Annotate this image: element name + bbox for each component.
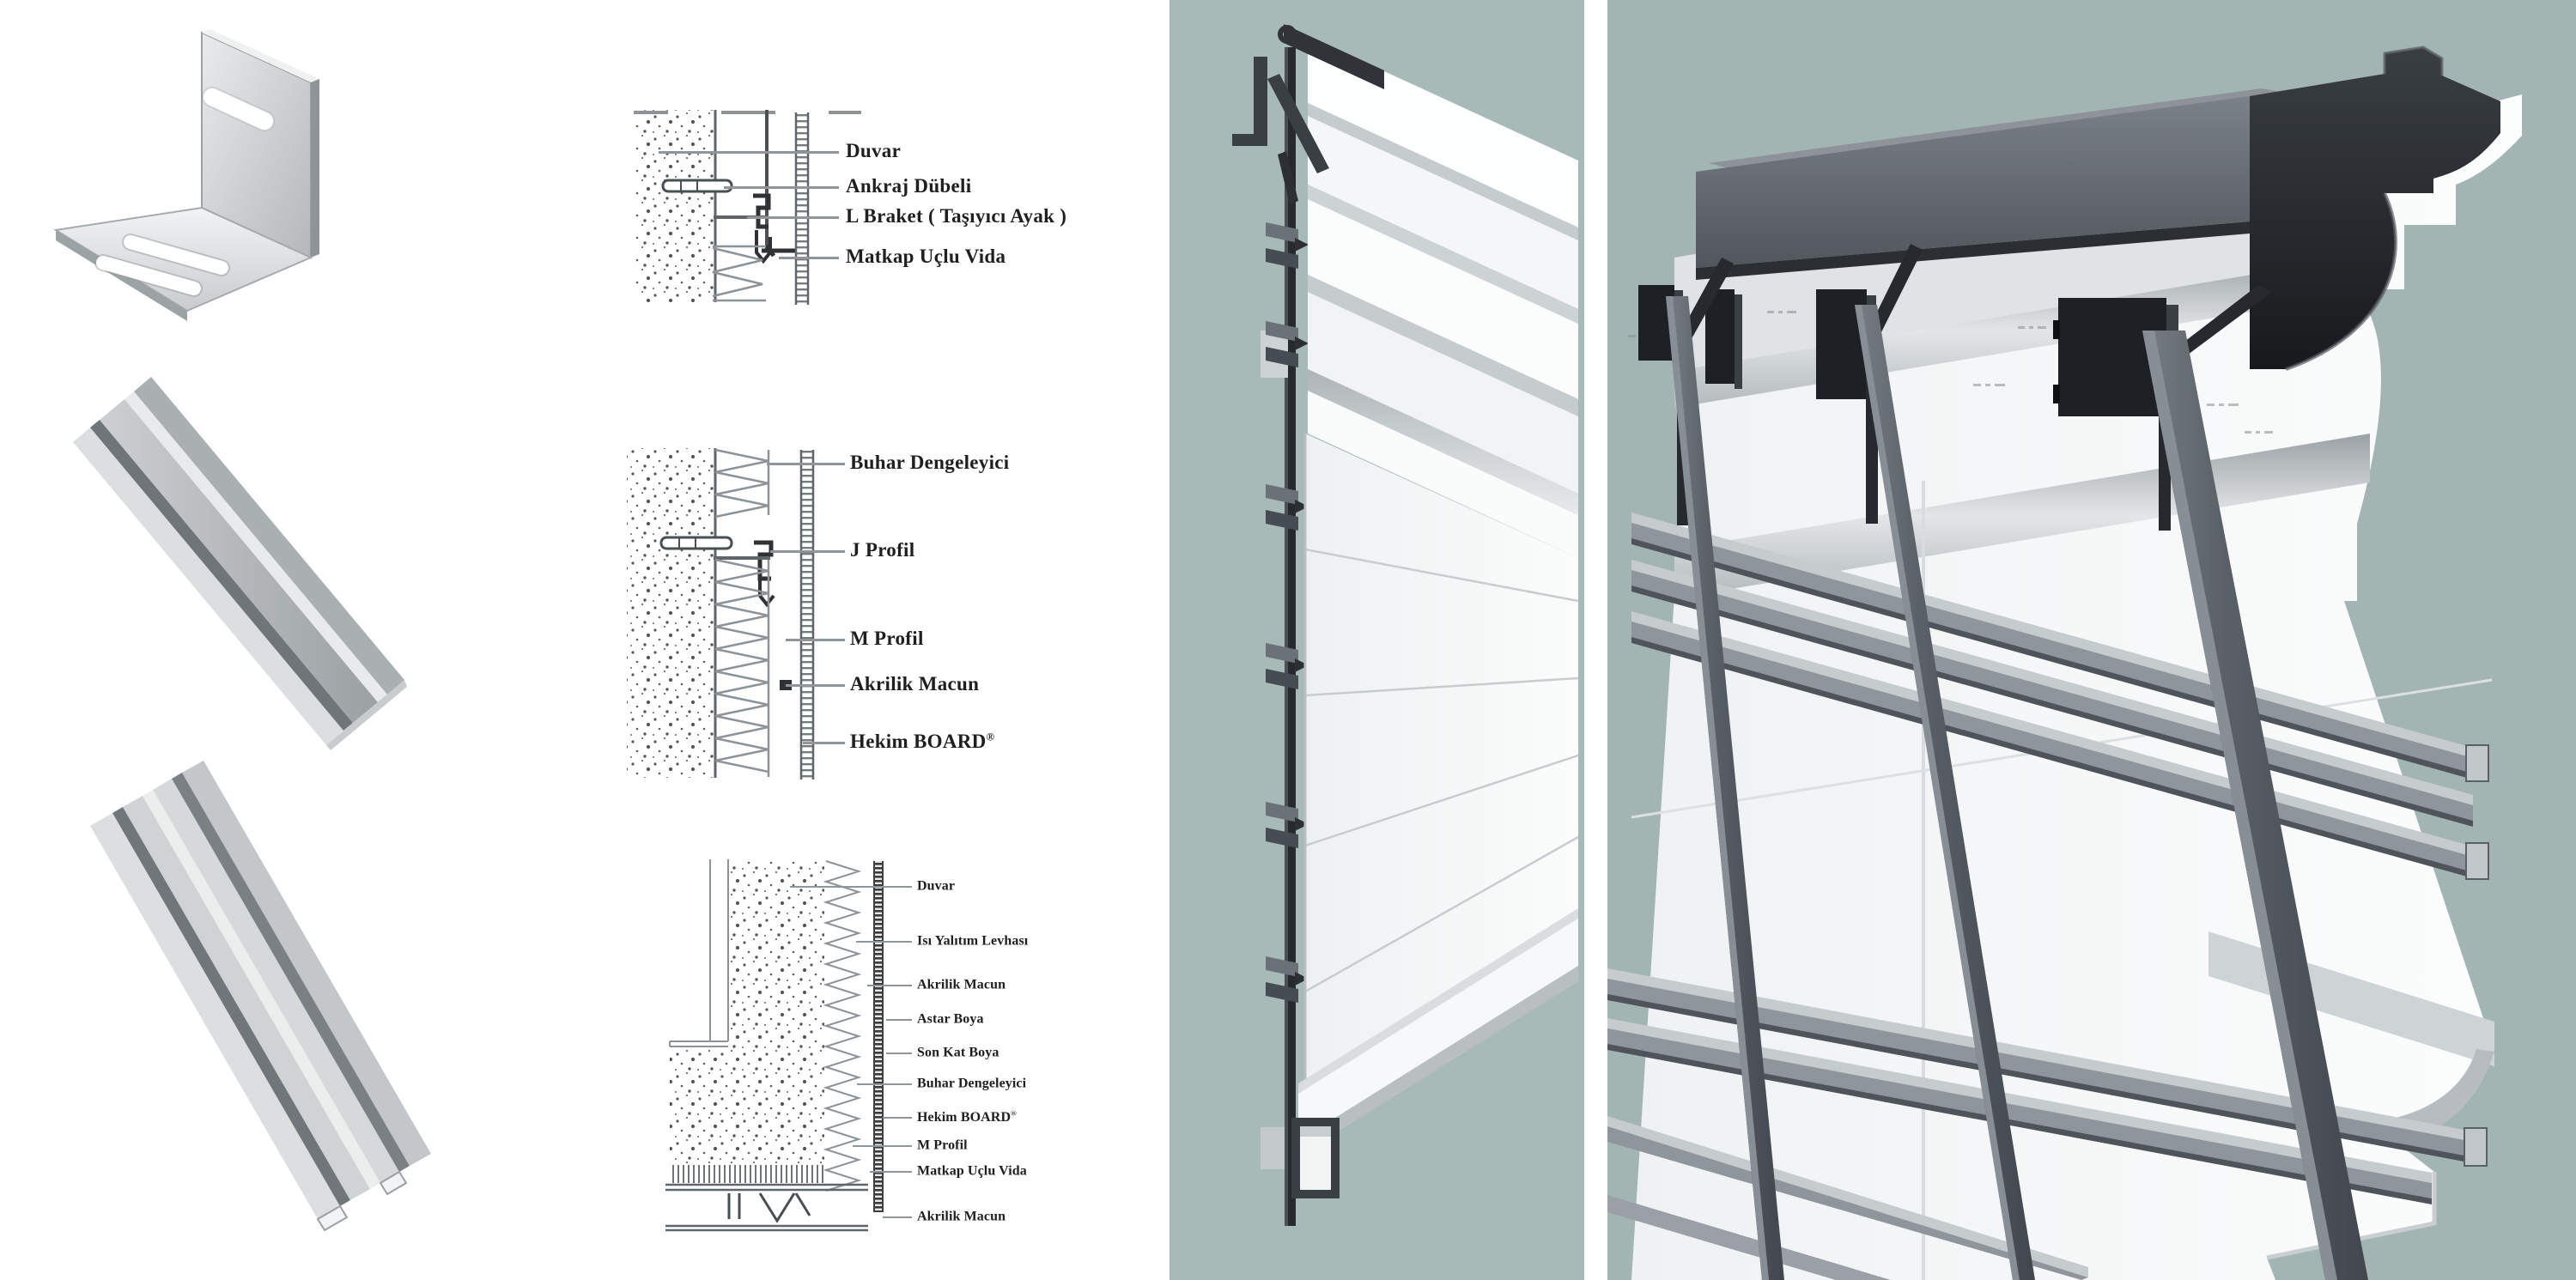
panel-clip (1266, 956, 1309, 1003)
leader-line (867, 985, 912, 986)
cornice-crown-moulding (1308, 36, 1578, 558)
leader-line (857, 1083, 912, 1085)
leader-line (856, 941, 912, 943)
dark-cornice-beam (1696, 45, 2500, 371)
cornice-panel-face (1303, 434, 1579, 1099)
leader-line (870, 1171, 912, 1173)
leader-line (770, 550, 845, 553)
label-j-profil: J Profil (850, 538, 915, 561)
leader-line (853, 1145, 912, 1147)
j-profile-render (73, 377, 407, 750)
leader-line (790, 886, 912, 888)
leader-line (747, 216, 839, 219)
leader-line (886, 1019, 912, 1021)
label-isi-yalitim-levhasi: Isı Yalıtım Levhası (917, 933, 1029, 949)
vertical-rails (1666, 296, 2368, 1280)
panel-render-frame-structure (1607, 0, 2576, 1280)
horizontal-channels-lower (1607, 968, 2488, 1280)
leader-line (786, 639, 845, 641)
panel-clip (1266, 484, 1309, 531)
label-l-braket: L Braket ( Taşıyıcı Ayak ) (846, 204, 1067, 227)
m-profile-render (90, 761, 431, 1232)
label-duvar-top: Duvar (846, 139, 902, 161)
label-matkap-uclu-vida-top: Matkap Uçlu Vida (846, 245, 1006, 267)
cornice-bottom-sill (1291, 908, 1578, 1198)
vertical-divider (1584, 0, 1607, 1280)
panel-clip (1266, 802, 1309, 848)
panel-product-renders (0, 0, 585, 1280)
section-drawing-anchor-detail (634, 110, 861, 305)
label-matkap-uclu-vida-2: Matkap Uçlu Vida (917, 1163, 1027, 1179)
label-akrilik-macun: Akrilik Macun (850, 672, 980, 695)
panel-clip (1266, 643, 1309, 689)
top-cap-and-bracket (1232, 24, 1384, 204)
registered-mark: ® (986, 731, 995, 743)
section-drawing-profile-detail (627, 448, 815, 780)
leader-line (883, 1216, 912, 1218)
cornice-render-canvas (1232, 24, 1579, 1226)
leader-line (786, 684, 845, 687)
panel-technical-drawings: Duvar Ankraj Dübeli L Braket ( Taşıyıcı … (585, 0, 1170, 1280)
label-buhar-dengeleyici-2: Buhar Dengeleyici (917, 1076, 1027, 1091)
label-hekim-board: Hekim BOARD® (850, 730, 995, 752)
mounting-rail-and-clips (1261, 47, 1309, 1226)
l-bracket-render (53, 29, 319, 321)
label-duvar-bottom: Duvar (917, 878, 956, 894)
leader-line (886, 1053, 912, 1054)
product-renders-canvas (53, 29, 431, 1232)
label-akrilik-macun-3: Akrilik Macun (917, 1209, 1006, 1224)
section-drawing-base-detail (665, 859, 884, 1232)
panel-clip (1266, 222, 1309, 269)
leader-line (883, 1117, 912, 1119)
label-m-profil-2: M Profil (917, 1137, 968, 1153)
technical-drawings-canvas (627, 110, 884, 1232)
leader-line (724, 186, 839, 189)
frame-render-canvas (1607, 45, 2522, 1280)
leader-line (659, 151, 839, 154)
label-astar-boya: Astar Boya (917, 1011, 984, 1027)
leader-line (779, 257, 839, 259)
leader-line (767, 463, 845, 465)
label-m-profil: M Profil (850, 627, 924, 649)
registered-mark: ® (1011, 1108, 1017, 1118)
panel-clip (1266, 321, 1309, 367)
label-buhar-dengeleyici: Buhar Dengeleyici (850, 451, 1010, 473)
label-hekim-board-2: Hekim BOARD® (917, 1108, 1017, 1125)
label-akrilik-macun-2: Akrilik Macun (917, 977, 1006, 992)
label-ankraj-dubeli: Ankraj Dübeli (846, 174, 972, 197)
leader-line (803, 742, 845, 744)
panel-render-cornice-side (1170, 0, 1584, 1280)
label-son-kat-boya: Son Kat Boya (917, 1045, 999, 1060)
